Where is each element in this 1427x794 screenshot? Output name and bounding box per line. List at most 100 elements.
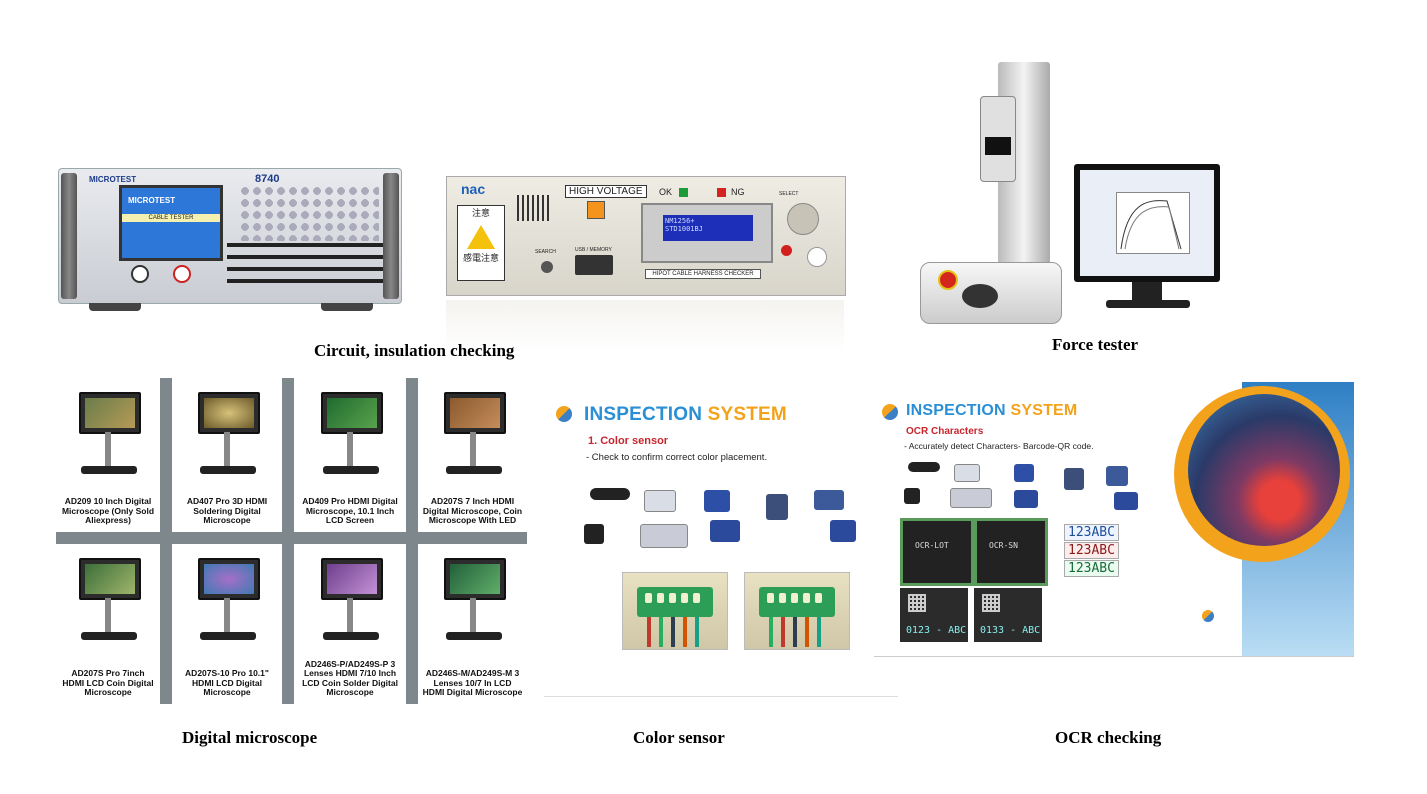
test-jack-black [131, 265, 149, 283]
slide-title: INSPECTION SYSTEM [584, 404, 787, 426]
microscope-card: AD246S-P/AD249S-P 3 Lenses HDMI 7/10 Inc… [294, 544, 406, 704]
ocr-text-sample: 123ABC [1064, 542, 1119, 559]
vent-grille [517, 195, 549, 221]
sensor-icon [1014, 464, 1034, 482]
caption-force: Force tester [1052, 335, 1139, 354]
sensor-icon [1014, 490, 1038, 508]
device-foot [321, 303, 373, 311]
sensor-icon [1106, 466, 1128, 486]
camera-inspection-photo [1188, 394, 1340, 546]
sensor-icon [954, 464, 980, 482]
nac-logo: nac [461, 181, 486, 197]
microscope-image [73, 554, 143, 642]
microscope-image [192, 388, 262, 476]
lcd-line-2: STD1001BJ [665, 225, 703, 233]
microscope-card: AD246S-M/AD249S-M 3 Lenses 10/7 In LCD H… [418, 544, 527, 704]
device-reflection [446, 300, 844, 352]
microscope-label: AD409 Pro HDMI Digital Microscope, 10.1 … [302, 496, 398, 526]
qr-code-icon [982, 594, 1000, 612]
usb-label: USB / MEMORY [575, 247, 612, 253]
chip-label: OCR-SN [989, 541, 1018, 550]
sensor-icon [814, 490, 844, 510]
microscope-image [192, 554, 262, 642]
microscope-card: AD207S Pro 7inch HDMI LCD Coin Digital M… [56, 544, 160, 704]
test-jack-red [173, 265, 191, 283]
chip-label: OCR-LOT [915, 541, 949, 550]
gauge-display [985, 137, 1011, 155]
ocr-text-sample: 123ABC [1064, 524, 1119, 541]
ok-led [679, 188, 688, 197]
emergency-stop-icon [938, 270, 958, 290]
sensor-icon [640, 524, 688, 548]
connector-photo-left [622, 572, 728, 650]
control-dial [962, 284, 998, 308]
qr-code-icon [908, 594, 926, 612]
sensor-icon [710, 520, 740, 542]
sensor-icon [584, 524, 604, 544]
title-system: SYSTEM [1010, 402, 1078, 419]
lcd-line-1: NM1256+ [665, 217, 695, 225]
microscope-label: AD207S-10 Pro 10.1" HDMI LCD Digital Mic… [185, 668, 269, 698]
slide-description: - Check to confirm correct color placeme… [586, 452, 768, 463]
device-foot [89, 303, 141, 311]
search-label: SEARCH [535, 249, 556, 255]
sensor-icon [904, 488, 920, 504]
lcd-display: NM1256+ STD1001BJ [663, 215, 753, 241]
microscope-label: AD246S-P/AD249S-P 3 Lenses HDMI 7/10 Inc… [302, 658, 398, 698]
keypad [239, 185, 379, 241]
slide-subtitle: 1. Color sensor [588, 435, 669, 447]
sensor-icon [704, 490, 730, 512]
shock-warning-sticker: 注意 感電注意 [457, 205, 505, 281]
usb-port [575, 255, 613, 275]
title-system: SYSTEM [707, 404, 787, 425]
microtest-brand: MICROTEST [89, 175, 137, 184]
microscope-card: AD209 10 Inch Digital Microscope (Only S… [56, 378, 160, 532]
slide-description: - Accurately detect Characters- Barcode-… [904, 441, 1094, 451]
qr-code-ng: 0133 - ABC [974, 588, 1042, 642]
microscope-image [315, 554, 385, 642]
monitor-base [1106, 300, 1190, 308]
microscope-card: AD407 Pro 3D HDMI Soldering Digital Micr… [172, 378, 282, 532]
slide-title: INSPECTION SYSTEM [906, 402, 1077, 420]
caption-color: Color sensor [633, 728, 725, 747]
connector-photo-right [744, 572, 850, 650]
microscope-label: AD407 Pro 3D HDMI Soldering Digital Micr… [186, 496, 268, 526]
force-curve-plot [1116, 192, 1190, 254]
monitor [1074, 164, 1220, 282]
warning-top-text: 注意 [471, 208, 490, 218]
esc-button [781, 245, 792, 256]
ng-label: NG [731, 187, 745, 197]
set-button [807, 247, 827, 267]
caption-ocr: OCR checking [1055, 728, 1162, 747]
microscope-image [315, 388, 385, 476]
microscope-label: AD207S 7 Inch HDMI Digital Microscope, C… [422, 496, 523, 526]
ok-label: OK [659, 187, 673, 197]
microtest-model: 8740 [255, 173, 280, 185]
screen-logo: MICROTEST [128, 196, 176, 205]
microtest-cable-tester: MICROTEST 8740 MICROTEST CABLE TESTER [58, 168, 402, 311]
ocr-chip-ng: OCR-SN [974, 518, 1048, 586]
monitor-screen [1080, 170, 1214, 276]
qr-label: 0133 - ABC [980, 625, 1041, 636]
microscope-label: AD209 10 Inch Digital Microscope (Only S… [61, 496, 155, 526]
microscope-label: AD207S Pro 7inch HDMI LCD Coin Digital M… [62, 668, 154, 698]
monitor-stand [1132, 282, 1162, 302]
sensor-icon [1114, 492, 1138, 510]
warning-triangle-icon [467, 225, 495, 249]
select-knob [787, 203, 819, 235]
color-sensor-slide: INSPECTION SYSTEM 1. Color sensor - Chec… [544, 386, 898, 697]
title-inspection: INSPECTION [906, 402, 1006, 419]
microscope-image [438, 554, 508, 642]
decorative-dot-icon [1202, 610, 1214, 622]
sensor-icon [1064, 468, 1084, 490]
microscope-label: AD246S-M/AD249S-M 3 Lenses 10/7 In LCD H… [422, 668, 523, 698]
sensor-icon [766, 494, 788, 520]
title-bullet-icon [556, 406, 572, 422]
model-banner: HIPOT CABLE HARNESS CHECKER [645, 269, 761, 279]
right-handle [383, 173, 399, 299]
high-voltage-label: HIGH VOLTAGE [565, 185, 647, 198]
slide-subtitle: OCR Characters [906, 426, 984, 437]
title-inspection: INSPECTION [584, 404, 703, 425]
sensor-icon [590, 488, 630, 500]
force-curve [1120, 200, 1182, 250]
